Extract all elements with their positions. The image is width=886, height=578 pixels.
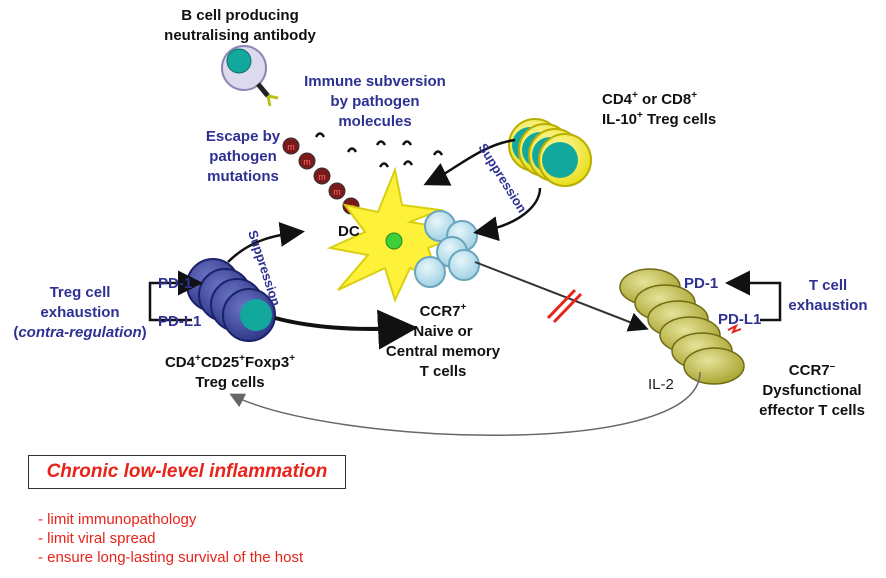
b-cell bbox=[221, 45, 279, 107]
pdl1-right-label: PD-L1 bbox=[718, 311, 761, 328]
effector-label-3: effector T cells bbox=[759, 402, 865, 419]
treg-exhaustion-2: exhaustion bbox=[40, 304, 119, 321]
t-exhaustion-bracket bbox=[735, 281, 782, 322]
il2-arrow bbox=[229, 371, 701, 436]
pathogen-molecules bbox=[314, 132, 444, 168]
antibody-icon bbox=[266, 94, 279, 107]
dendritic-cell bbox=[326, 166, 474, 303]
foxp3-treg-label-2: Treg cells bbox=[195, 374, 264, 391]
mutation-mark: m bbox=[333, 187, 341, 197]
pathogen-chain: m m m m m bbox=[282, 137, 360, 215]
suppression-arrow-naive bbox=[473, 187, 542, 242]
signal-spark-icon bbox=[727, 323, 742, 334]
immune-subversion-3: molecules bbox=[338, 113, 411, 130]
bcell-label-1: B cell producing bbox=[181, 7, 299, 24]
immune-subversion-2: by pathogen bbox=[330, 93, 419, 110]
block-mark bbox=[546, 288, 583, 324]
effector-t-cells bbox=[619, 268, 745, 385]
foxp3-treg-label-1: CD4+CD25+Foxp3+ bbox=[165, 353, 295, 371]
escape-label-2: pathogen bbox=[209, 148, 277, 165]
differentiation-arrow bbox=[474, 261, 649, 332]
naive-label-3: Central memory bbox=[386, 343, 501, 360]
il2-label: IL-2 bbox=[648, 376, 674, 393]
immune-subversion-1: Immune subversion bbox=[304, 73, 446, 90]
pd1-right-label: PD-1 bbox=[684, 275, 718, 292]
pdl1-left-label: PD-L1 bbox=[158, 313, 201, 330]
il10-treg-label-2: IL-10+ Treg cells bbox=[602, 110, 716, 128]
inflammation-title: Chronic low-level inflammation bbox=[46, 461, 328, 482]
escape-label-3: mutations bbox=[207, 168, 279, 185]
il10-treg-cells bbox=[508, 118, 592, 187]
treg-to-dc-arrow bbox=[227, 221, 305, 263]
antibody-stem bbox=[256, 82, 270, 98]
il10-treg-label-1: CD4+ or CD8+ bbox=[602, 90, 697, 108]
dc-label: DC bbox=[338, 223, 360, 240]
naive-t-cell-cluster bbox=[414, 210, 480, 288]
mutation-mark: m bbox=[318, 172, 326, 182]
effector-label-1: CCR7– bbox=[789, 361, 836, 379]
mutation-mark: m bbox=[287, 142, 295, 152]
t-exhaustion-2: exhaustion bbox=[788, 297, 867, 314]
list-item: - ensure long-lasting survival of the ho… bbox=[38, 549, 304, 566]
t-exhaustion-1: T cell bbox=[809, 277, 847, 294]
naive-label-1: CCR7+ bbox=[420, 302, 467, 320]
inflammation-title-box: Chronic low-level inflammation bbox=[28, 455, 346, 489]
treg-exhaustion-1: Treg cell bbox=[50, 284, 111, 301]
naive-label-4: T cells bbox=[420, 363, 467, 380]
naive-label-2: Naive or bbox=[413, 323, 472, 340]
list-item: - limit viral spread bbox=[38, 530, 156, 547]
treg-exhaustion-3: (contra-regulation) bbox=[13, 324, 146, 341]
escape-label-1: Escape by bbox=[206, 128, 281, 145]
effector-label-2: Dysfunctional bbox=[762, 382, 861, 399]
list-item: - limit immunopathology bbox=[38, 511, 197, 528]
treg-exhaustion-bracket bbox=[148, 281, 192, 322]
suppression-arrow-top bbox=[423, 138, 516, 186]
treg-to-naive-arrow bbox=[274, 309, 418, 350]
pd1-left-label: PD-1 bbox=[158, 275, 192, 292]
mutation-mark: m bbox=[303, 157, 311, 167]
bcell-label-2: neutralising antibody bbox=[164, 27, 316, 44]
outcome-list: - limit immunopathology - limit viral sp… bbox=[38, 510, 303, 567]
